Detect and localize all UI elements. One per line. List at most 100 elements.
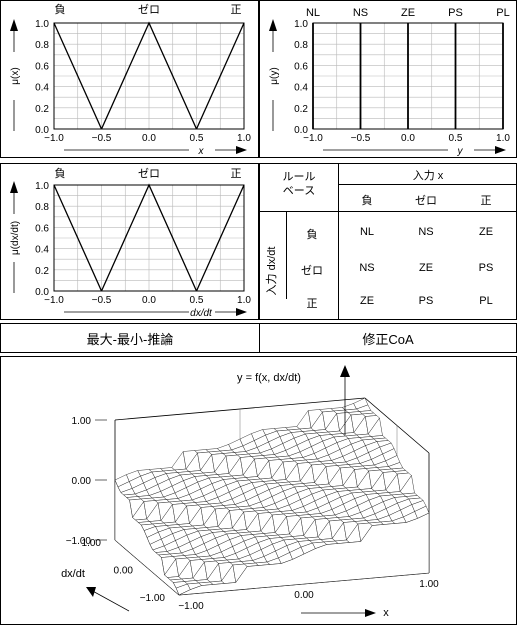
x-axis-label: x <box>198 146 205 157</box>
y-tick-label: 0.4 <box>294 83 308 94</box>
table-divider <box>286 211 287 299</box>
membership-line <box>53 22 103 130</box>
y-tick-label: 0.6 <box>35 61 49 72</box>
set-label: ZE <box>401 7 415 19</box>
membership-line <box>53 184 103 292</box>
x-tick-label: 0.5 <box>190 133 204 144</box>
y-tick-label: 0.4 <box>35 83 49 94</box>
inference-method-label: 最大-最小-推論 <box>86 331 174 347</box>
y-axis-label: μ(dx/dt) <box>10 221 21 255</box>
set-label: ゼロ <box>138 3 160 16</box>
rule-cell: NS <box>418 226 434 238</box>
membership-line <box>100 183 198 292</box>
rule-cell: PS <box>478 262 494 274</box>
rule-cell: NS <box>359 262 375 274</box>
rule-base-corner: ルール ベース <box>282 171 316 197</box>
x-axis-arrow <box>236 308 247 316</box>
x-tick-label: −1.00 <box>178 601 204 612</box>
y-tick-label: 0.8 <box>35 40 49 51</box>
y-axis-label: μ(y) <box>269 67 280 84</box>
dxdt-axis-line <box>88 588 130 612</box>
y-tick-label: 0.8 <box>35 202 49 213</box>
y-tick-label: 0.2 <box>35 266 49 277</box>
row-header: ゼロ <box>301 265 323 277</box>
y-axis-arrow <box>10 181 18 193</box>
dxdt-tick-label: 1.00 <box>82 538 102 549</box>
rule-cell: ZE <box>359 295 375 307</box>
membership-line <box>195 22 245 130</box>
y-tick-label: 0.6 <box>294 61 308 72</box>
x-tick-label: −0.5 <box>92 295 112 306</box>
y-tick-label: 0.0 <box>294 125 308 136</box>
input-dxdt-header: 入力 dx/dt <box>266 246 278 296</box>
membership-line <box>100 21 198 130</box>
set-label: 正 <box>231 168 242 180</box>
z-tick-label: 0.00 <box>72 476 92 487</box>
set-label: PS <box>448 7 463 19</box>
y-tick-label: 1.0 <box>35 19 49 30</box>
column-header: ゼロ <box>415 195 437 207</box>
rule-cell: NL <box>359 226 375 238</box>
x-axis-arrow <box>365 609 376 617</box>
x-tick-label: −1.0 <box>303 133 323 144</box>
dxdt-tick-label: 0.00 <box>114 566 134 577</box>
set-label: ゼロ <box>138 167 160 180</box>
membership-line <box>195 184 245 292</box>
x-axis-label: x <box>383 607 389 619</box>
surface-skirt <box>114 479 180 596</box>
z-tick-label: −1.00 <box>66 536 92 547</box>
y-axis-label: μ(x) <box>10 67 21 84</box>
z-axis-arrow <box>340 365 350 377</box>
input-x-header: 入力 x <box>412 170 444 182</box>
dxdt-tick-label: −1.00 <box>140 593 166 604</box>
defuzzification-method-label: 修正CoA <box>362 331 414 347</box>
x-tick-label: 0.5 <box>449 133 463 144</box>
x-tick-label: 0.5 <box>190 295 204 306</box>
set-label: 正 <box>231 4 242 16</box>
x-tick-label: 0.00 <box>294 590 314 601</box>
y-axis-arrow <box>269 19 277 31</box>
x-axis-label: dx/dt <box>190 308 213 319</box>
row-header: 正 <box>306 298 318 310</box>
x-tick-label: 1.0 <box>496 133 510 144</box>
table-divider <box>260 211 516 212</box>
method-divider <box>259 324 260 352</box>
dxdt-axis-label: dx/dt <box>61 568 85 580</box>
column-header: 正 <box>480 195 492 207</box>
column-header: 負 <box>361 195 373 207</box>
x-axis-arrow <box>495 146 506 154</box>
rule-cell: ZE <box>478 226 494 238</box>
x-axis-arrow <box>236 146 247 154</box>
y-tick-label: 1.0 <box>294 19 308 30</box>
set-label: PL <box>496 7 509 19</box>
surface-title: y = f(x, dx/dt) <box>237 372 301 384</box>
x-tick-label: −0.5 <box>92 133 112 144</box>
y-tick-label: 0.8 <box>294 40 308 51</box>
set-label: 負 <box>55 167 66 180</box>
y-tick-label: 0.2 <box>294 104 308 115</box>
y-tick-label: 0.2 <box>35 104 49 115</box>
x-tick-label: 1.00 <box>419 579 439 590</box>
y-tick-label: 0.6 <box>35 223 49 234</box>
rule-cell: PS <box>418 295 434 307</box>
x-axis-label: y <box>457 146 464 157</box>
set-label: NL <box>306 7 320 19</box>
y-tick-label: 0.0 <box>35 287 49 298</box>
x-tick-label: −1.0 <box>44 295 64 306</box>
x-tick-label: −0.5 <box>351 133 371 144</box>
dxdt-axis-arrow <box>86 587 96 597</box>
x-tick-label: −1.0 <box>44 133 64 144</box>
y-tick-label: 0.0 <box>35 125 49 136</box>
rule-cell: ZE <box>418 262 434 274</box>
x-tick-label: 1.0 <box>237 295 251 306</box>
z-tick-label: 1.00 <box>72 416 92 427</box>
y-tick-label: 1.0 <box>35 181 49 192</box>
x-tick-label: 0.0 <box>142 133 156 144</box>
x-tick-label: 0.0 <box>142 295 156 306</box>
